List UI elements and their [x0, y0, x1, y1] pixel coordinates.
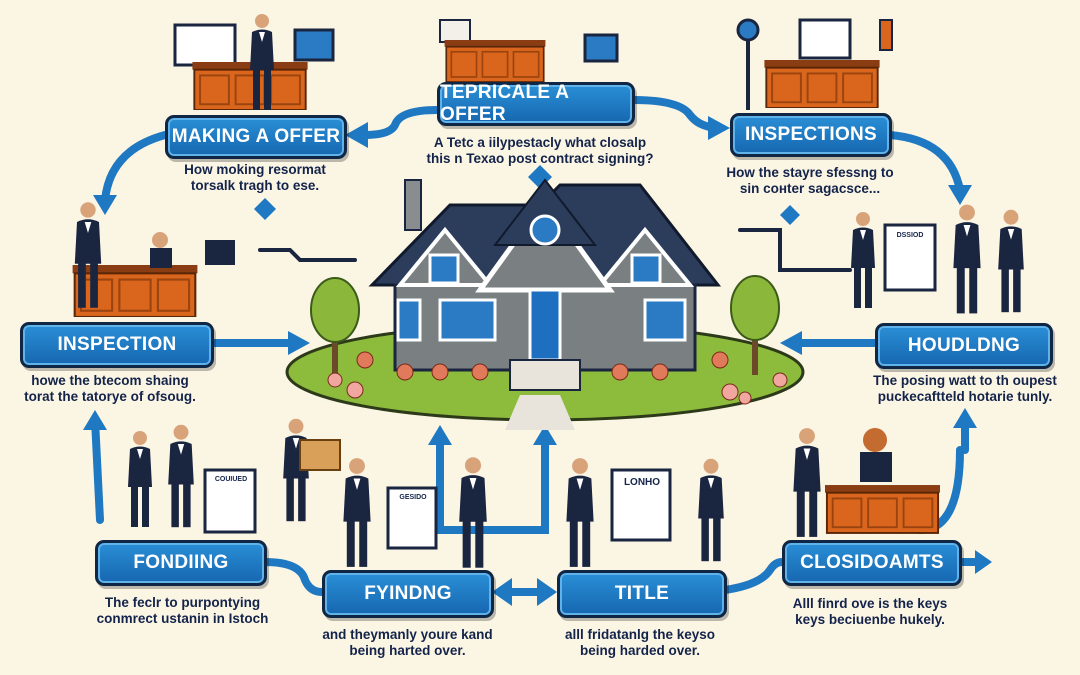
key-line [258, 248, 357, 262]
step-houldng: HOUDLDNG [875, 323, 1053, 369]
step-teprical-offer: TEPRICALE A OFFER [437, 82, 635, 126]
arrow-up-left [91, 416, 104, 524]
tree-right [730, 275, 780, 375]
line-right [738, 228, 852, 272]
arrow-to-houldng [886, 131, 964, 194]
caption-line: torat the tatorye of ofsoug. [24, 389, 196, 404]
step-making-offer: MAKING A OFFER [165, 115, 347, 159]
arrow-to-inspection [101, 131, 169, 204]
people-bottom-center [343, 457, 487, 568]
caption-line: How the stayre sfessng to [726, 165, 894, 180]
people-bottom-left [128, 418, 341, 534]
caption-line: The posing watt to th oupest [873, 373, 1057, 388]
office-bottom-right [793, 428, 940, 537]
caption-line: conmrect ustanin in Istoch [96, 611, 269, 626]
step-title: TITLE [557, 570, 727, 618]
sign-left: COUIUED [214, 476, 248, 483]
office-top-right [736, 18, 893, 110]
caption-line: torsalk tragh to ese. [190, 178, 320, 193]
arrow-to-inspections [629, 96, 724, 132]
caption-line: sin coнter sagacsce... [739, 181, 881, 196]
presentation-right [851, 204, 1024, 314]
caption-line: being harded over. [579, 643, 701, 658]
caption-line: and theymanly youre kand [322, 627, 493, 642]
step-inspections: INSPECTIONS [730, 113, 892, 157]
office-top-left [173, 14, 335, 110]
sign-title: LONHO [623, 477, 661, 488]
arrow-title-closing [721, 558, 786, 594]
caption-line: keys beciuenbe hukely. [795, 612, 945, 627]
caption-line: being harted over. [349, 643, 466, 658]
step-closidoamts: CLOSIDOAMTS [782, 540, 962, 586]
box [299, 439, 341, 471]
caption-line: Alll finrd ove is the keys [792, 596, 948, 611]
caption-line: this n Texao post contract signing? [426, 151, 654, 166]
caption-line: puckecaftteld hotarie tunly. [877, 389, 1053, 404]
office-left [70, 202, 235, 317]
tree-left [310, 277, 360, 375]
arrow-fondiing-fyindng [261, 558, 326, 596]
flowers [327, 351, 788, 405]
sign-center: GESIDO [399, 494, 427, 501]
round-window [529, 214, 561, 246]
sign-right: DSSIOD [896, 232, 924, 239]
caption-line: howe the btecom shaing [31, 373, 189, 388]
arrow-to-making-offer [361, 106, 441, 139]
people-bottom-title [566, 458, 724, 567]
step-inspection: INSPECTION [20, 322, 214, 368]
step-fondiing: FONDIING [95, 540, 267, 586]
arrow-center-loop [436, 436, 549, 534]
front-door [528, 288, 562, 362]
caption-line: A Tetc a iilypestacly what closalp [433, 135, 647, 150]
caption-line: alll fridatanlg the keyso [564, 627, 716, 642]
computer-monitor [173, 23, 237, 67]
step-fyindng: FYINDNG [322, 570, 494, 618]
office-top-center [439, 19, 619, 82]
house [368, 178, 722, 391]
caption-line: The feclr to purpontying [104, 595, 261, 610]
caption-line: How moking resormat [184, 162, 326, 177]
walkway [505, 395, 575, 430]
